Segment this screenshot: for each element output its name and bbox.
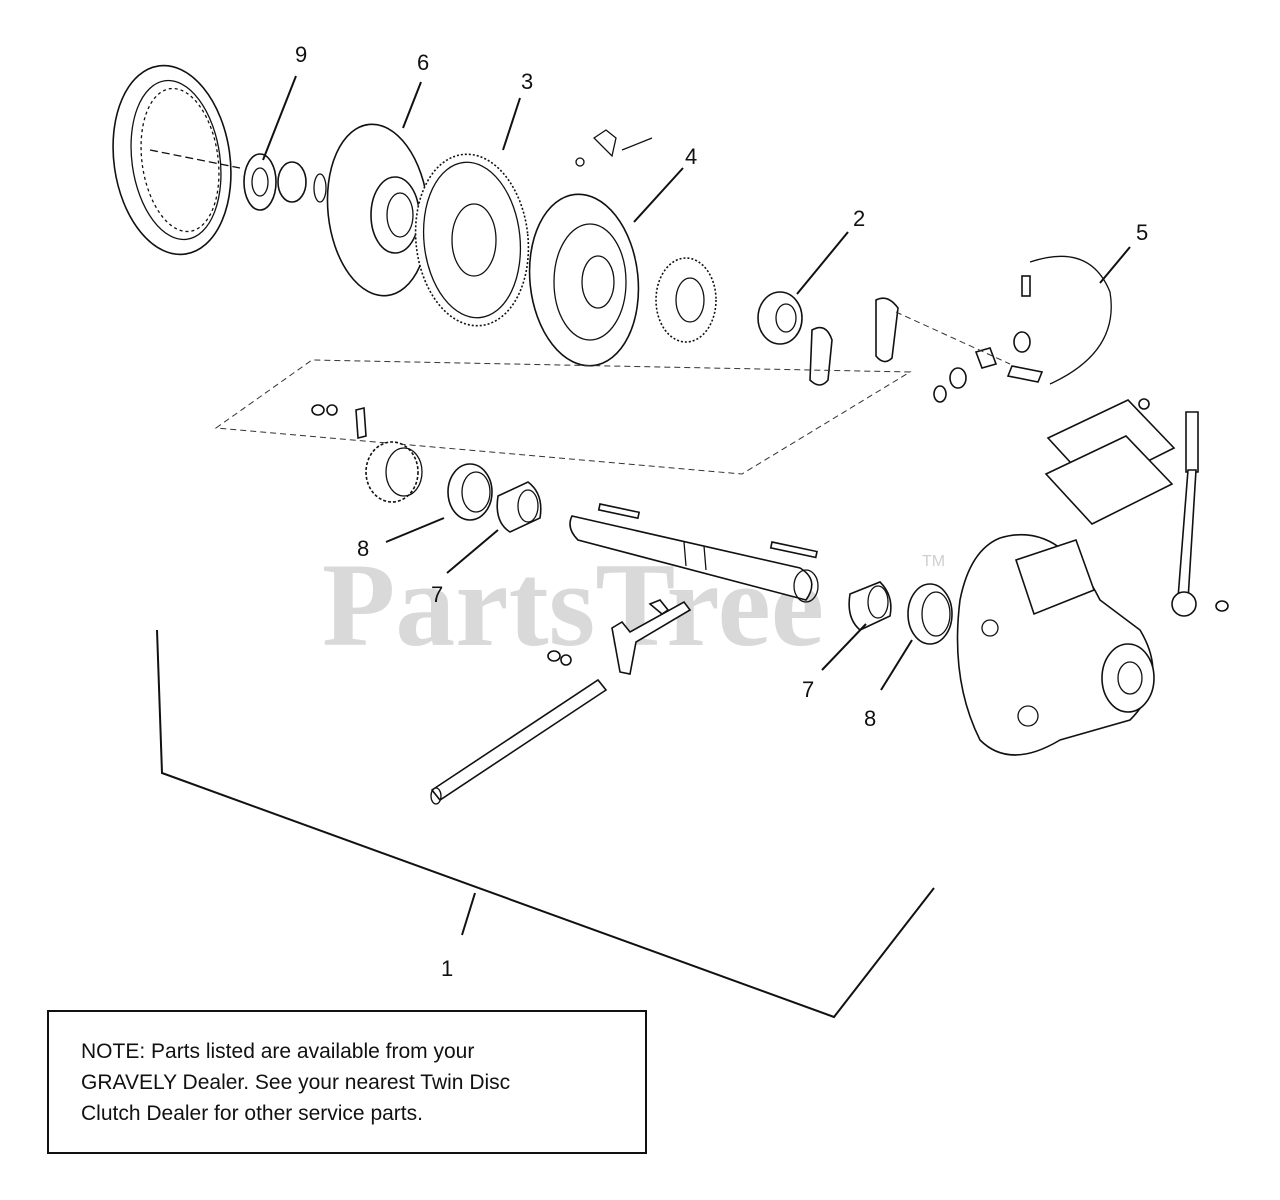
note-text: NOTE: Parts listed are available from yo… — [81, 1036, 621, 1129]
main-shaft-part — [569, 503, 819, 603]
ring-gear-part — [112, 64, 241, 256]
roller-bearing-lower-part — [848, 581, 892, 631]
callout-9: 9 — [295, 42, 307, 67]
note-box: NOTE: Parts listed are available from yo… — [47, 1010, 647, 1154]
gear-plate-part — [414, 153, 530, 327]
note-line-2: GRAVELY Dealer. See your nearest Twin Di… — [81, 1071, 511, 1094]
bearing-cup-upper-part — [365, 441, 493, 521]
callout-5: 5 — [1136, 220, 1148, 245]
small-gear-part — [655, 257, 717, 343]
shift-fork-part — [547, 599, 692, 675]
cable-part — [933, 255, 1112, 403]
watermark-tm: TM — [922, 553, 945, 570]
cover-plate-part — [1044, 398, 1176, 525]
shift-rod-part — [430, 678, 608, 805]
callout-8-upper: 8 — [357, 536, 369, 561]
roller-bearing-upper-part — [496, 481, 542, 533]
assembly-outline — [214, 359, 912, 475]
callout-8-lower: 8 — [864, 706, 876, 731]
hardware-pieces — [311, 404, 367, 440]
callout-6: 6 — [417, 50, 429, 75]
callout-3: 3 — [521, 69, 533, 94]
note-line-1: NOTE: Parts listed are available from yo… — [81, 1040, 475, 1063]
callout-4: 4 — [685, 144, 697, 169]
leader-lines — [262, 75, 1131, 691]
callout-7-lower: 7 — [802, 677, 814, 702]
bearing-cup-lower-part — [907, 583, 953, 645]
pressure-plate-part — [528, 129, 653, 367]
callout-7-upper: 7 — [431, 582, 443, 607]
assembly-bracket-lines — [156, 629, 935, 1019]
ball-bearing-part — [243, 153, 327, 211]
transmission-housing-part — [956, 533, 1155, 756]
callout-1: 1 — [441, 956, 453, 981]
lever-part — [1171, 411, 1229, 617]
throwout-bearing-part — [757, 291, 899, 386]
note-line-3: Clutch Dealer for other service parts. — [81, 1102, 423, 1125]
callout-2: 2 — [853, 206, 865, 231]
